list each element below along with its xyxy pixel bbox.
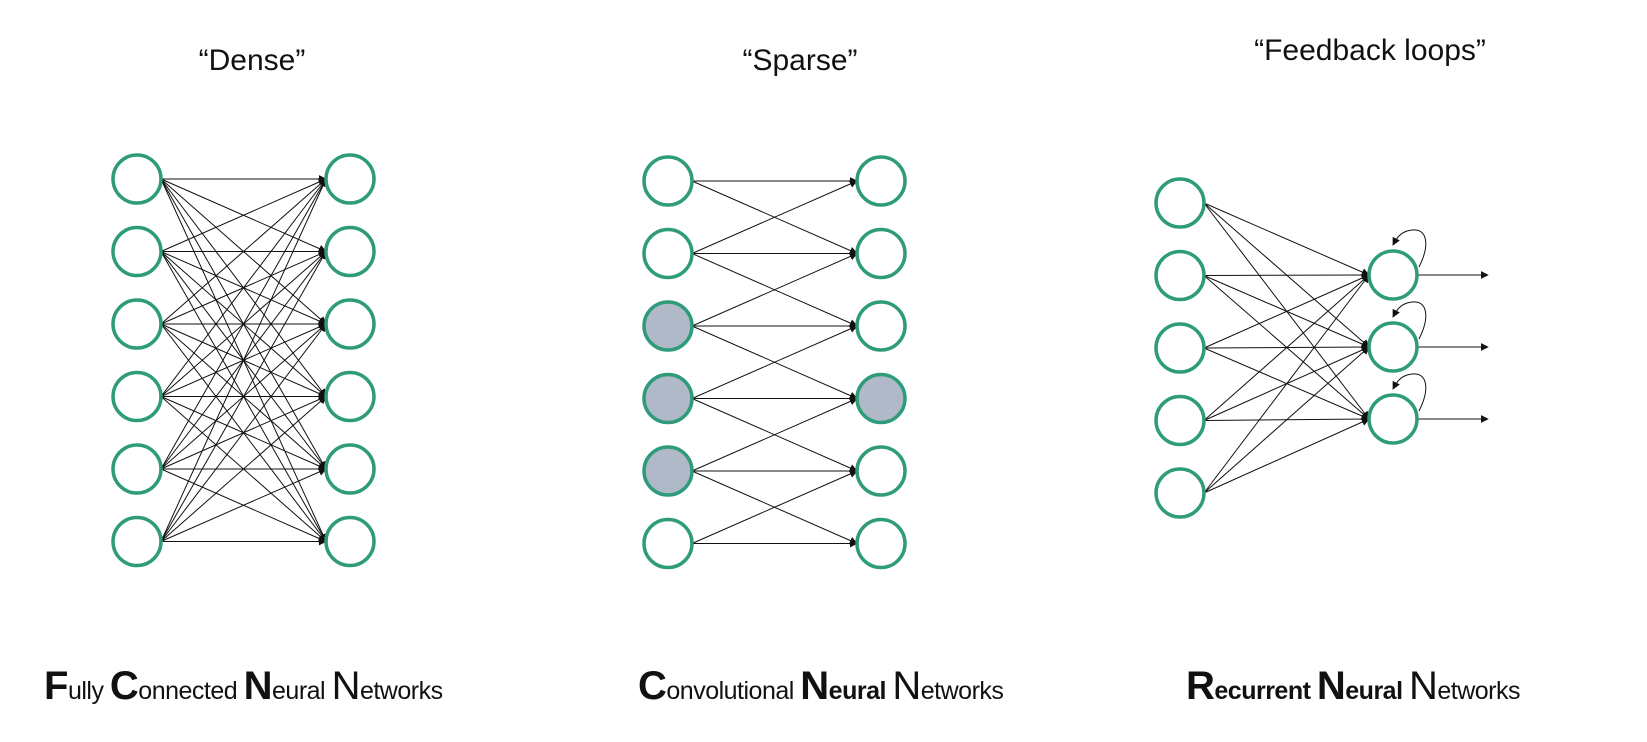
dense-output-node [324, 298, 376, 350]
caption-rnn-part: N [1316, 664, 1346, 708]
caption-rnn-part: etworks [1437, 677, 1520, 705]
sparse-input-node [642, 372, 694, 425]
sparse-output-node [855, 227, 907, 280]
caption-fcnn: Fully Connected Neural Networks [44, 664, 443, 709]
dense-input-node [111, 298, 163, 350]
caption-fcnn-part: F [44, 664, 68, 708]
sparse-edge [691, 252, 858, 327]
dense-input-node [111, 225, 163, 278]
rnn-input-node [1154, 467, 1206, 519]
caption-cnn-part: N [892, 664, 921, 708]
caption-cnn-part: etworks [920, 677, 1004, 705]
caption-rnn-part: ecurrent [1214, 677, 1317, 705]
caption-fcnn-part: C [109, 664, 139, 708]
rnn-edge [1203, 274, 1370, 421]
rnn-self-loop [1392, 229, 1427, 268]
caption-fcnn-part: eural [272, 677, 332, 705]
dense-input-node [111, 370, 163, 423]
dense-input-node [111, 515, 163, 568]
dense-output-node [324, 443, 376, 495]
caption-rnn-part: eural [1345, 677, 1409, 705]
sparse-input-node [642, 155, 694, 207]
dense-edge [160, 178, 327, 542]
sparse-edge [691, 180, 858, 254]
caption-rnn: Recurrent Neural Networks [1186, 664, 1520, 709]
sparse-input-node [642, 517, 694, 570]
dense-edge [160, 468, 327, 542]
dense-input-node [111, 153, 163, 205]
caption-fcnn-part: etworks [359, 677, 443, 705]
title-feedback: “Feedback loops” [1254, 34, 1486, 67]
caption-cnn-part: onvolutional [666, 677, 801, 705]
rnn-input-node [1154, 249, 1206, 302]
caption-cnn-part: N [800, 664, 829, 708]
sparse-input-node [642, 300, 694, 352]
rnn-edge [1203, 418, 1370, 494]
sparse-output-node [855, 155, 907, 207]
rnn-self-loop [1392, 301, 1427, 340]
dense-edge [160, 395, 327, 542]
sparse-edge [691, 397, 858, 472]
dense-output-node [324, 225, 376, 278]
title-dense: “Dense” [198, 44, 306, 77]
dense-edge [160, 178, 327, 252]
rnn-input-node [1154, 177, 1206, 229]
sparse-output-node [855, 445, 907, 497]
rnn-output-node [1367, 321, 1419, 373]
rnn-input-node [1154, 322, 1206, 374]
rnn-edge [1203, 202, 1370, 276]
edges-layer [160, 175, 1489, 548]
rnn-edge [1203, 346, 1370, 494]
dense-output-node [324, 153, 376, 205]
caption-rnn-part: R [1186, 664, 1215, 708]
dense-edge [160, 323, 327, 542]
dense-output-node [324, 515, 376, 568]
sparse-edge [691, 325, 858, 399]
dense-output-node [324, 370, 376, 423]
dense-input-node [111, 443, 163, 495]
caption-cnn-part: eural [828, 677, 893, 705]
caption-fcnn-part: ully [67, 677, 110, 705]
caption-fcnn-part: onnected [138, 677, 244, 705]
rnn-output-node [1367, 393, 1419, 445]
sparse-output-node [855, 300, 907, 352]
rnn-edge [1203, 274, 1370, 349]
sparse-output-node [855, 372, 907, 425]
nodes-layer [111, 153, 1419, 570]
caption-rnn-part: N [1408, 664, 1438, 708]
sparse-edge [691, 470, 858, 544]
rnn-edge [1203, 271, 1370, 280]
caption-fcnn-part: N [243, 664, 273, 708]
rnn-self-loop [1392, 373, 1427, 412]
sparse-input-node [642, 227, 694, 280]
title-sparse: “Sparse” [742, 44, 858, 77]
caption-cnn: Convolutional Neural Networks [638, 664, 1004, 709]
caption-fcnn-part: N [331, 664, 361, 708]
dense-edge [160, 178, 327, 397]
rnn-edge [1203, 274, 1370, 494]
caption-cnn-part: C [638, 664, 667, 708]
dense-edge [160, 178, 327, 325]
rnn-output-node [1367, 249, 1419, 301]
rnn-input-node [1154, 394, 1206, 447]
sparse-output-node [855, 517, 907, 570]
dense-edge [160, 250, 327, 542]
sparse-input-node [642, 445, 694, 497]
dense-edge [160, 178, 327, 470]
